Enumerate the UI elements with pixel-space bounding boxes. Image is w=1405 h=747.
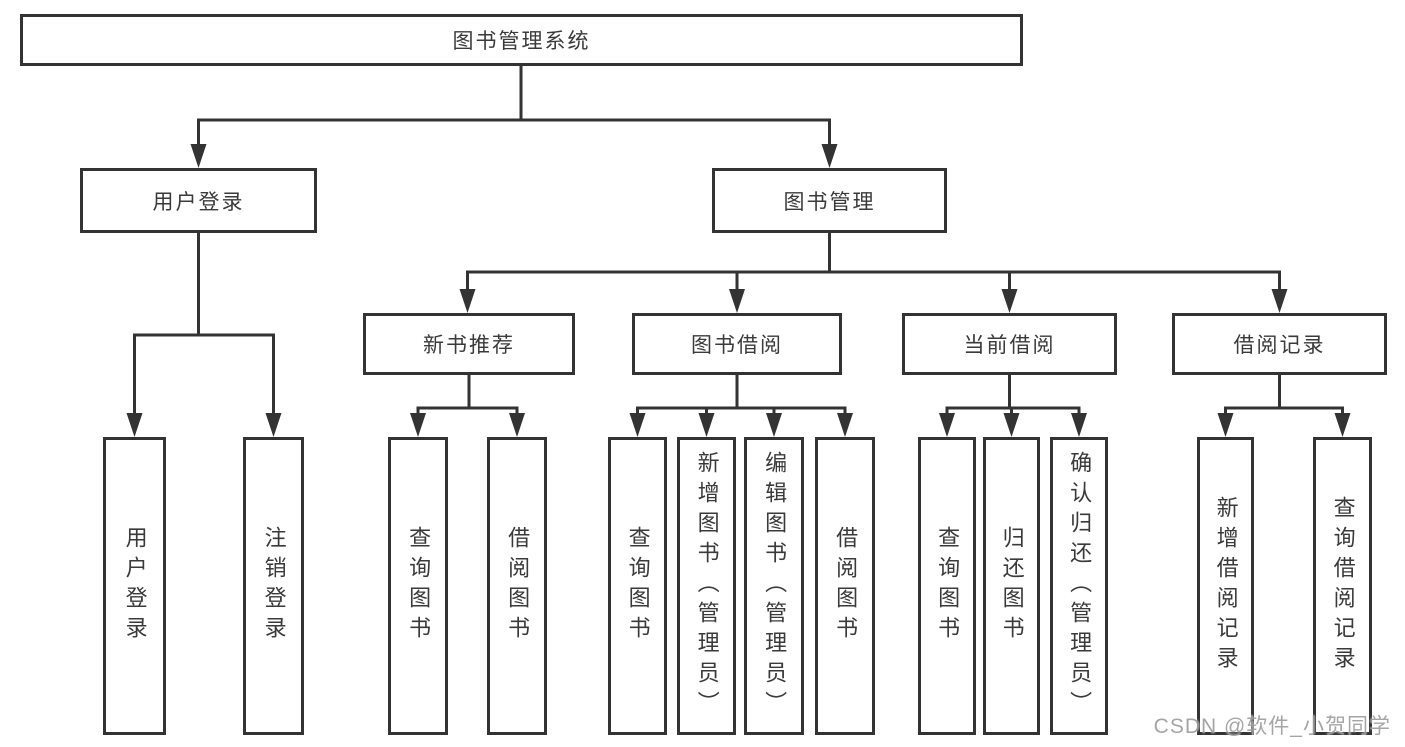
leaf-borrow-books-recommend: 借阅图书	[487, 437, 547, 735]
leaf-logout-label: 注销登录	[261, 526, 287, 646]
leaf-logout: 注销登录	[243, 437, 304, 735]
leaf-query-borrow-record: 查询借阅记录	[1313, 437, 1372, 735]
leaf-edit-book-admin: 编辑图书（管理员）	[744, 437, 804, 735]
leaf-user-login: 用户登录	[103, 437, 166, 735]
node-borrow-records: 借阅记录	[1172, 313, 1387, 375]
connector-strokes	[133, 64, 1344, 415]
leaf-query-books-current-label: 查询图书	[935, 526, 961, 646]
leaf-query-books-recommend-label: 查询图书	[406, 526, 432, 646]
leaf-confirm-return-admin-label: 确认归还（管理员）	[1067, 451, 1093, 721]
leaf-add-book-admin: 新增图书（管理员）	[677, 437, 736, 735]
leaf-borrow-books: 借阅图书	[815, 437, 875, 735]
node-library-system: 图书管理系统	[20, 14, 1023, 66]
leaf-query-books-recommend: 查询图书	[388, 437, 448, 735]
leaf-query-books-borrow-label: 查询图书	[625, 526, 651, 646]
leaf-add-borrow-record-label: 新增借阅记录	[1213, 496, 1239, 676]
node-current-borrow: 当前借阅	[902, 313, 1117, 375]
leaf-borrow-books-recommend-label: 借阅图书	[505, 526, 531, 646]
leaf-add-book-admin-label: 新增图书（管理员）	[694, 451, 720, 721]
node-book-borrow: 图书借阅	[632, 313, 842, 375]
arrowheads	[126, 144, 1351, 437]
node-user-login: 用户登录	[80, 168, 317, 233]
leaf-return-books: 归还图书	[983, 437, 1040, 735]
leaf-query-borrow-record-label: 查询借阅记录	[1330, 496, 1356, 676]
node-book-management: 图书管理	[712, 168, 947, 233]
leaf-query-books-current: 查询图书	[918, 437, 976, 735]
node-new-book-recommend: 新书推荐	[363, 313, 575, 375]
leaf-query-books-borrow: 查询图书	[608, 437, 667, 735]
leaf-return-books-label: 归还图书	[999, 526, 1025, 646]
leaf-borrow-books-label: 借阅图书	[833, 526, 859, 646]
leaf-add-borrow-record: 新增借阅记录	[1197, 437, 1254, 735]
leaf-edit-book-admin-label: 编辑图书（管理员）	[762, 451, 788, 721]
leaf-user-login-label: 用户登录	[122, 526, 148, 646]
leaf-confirm-return-admin: 确认归还（管理员）	[1050, 437, 1108, 735]
